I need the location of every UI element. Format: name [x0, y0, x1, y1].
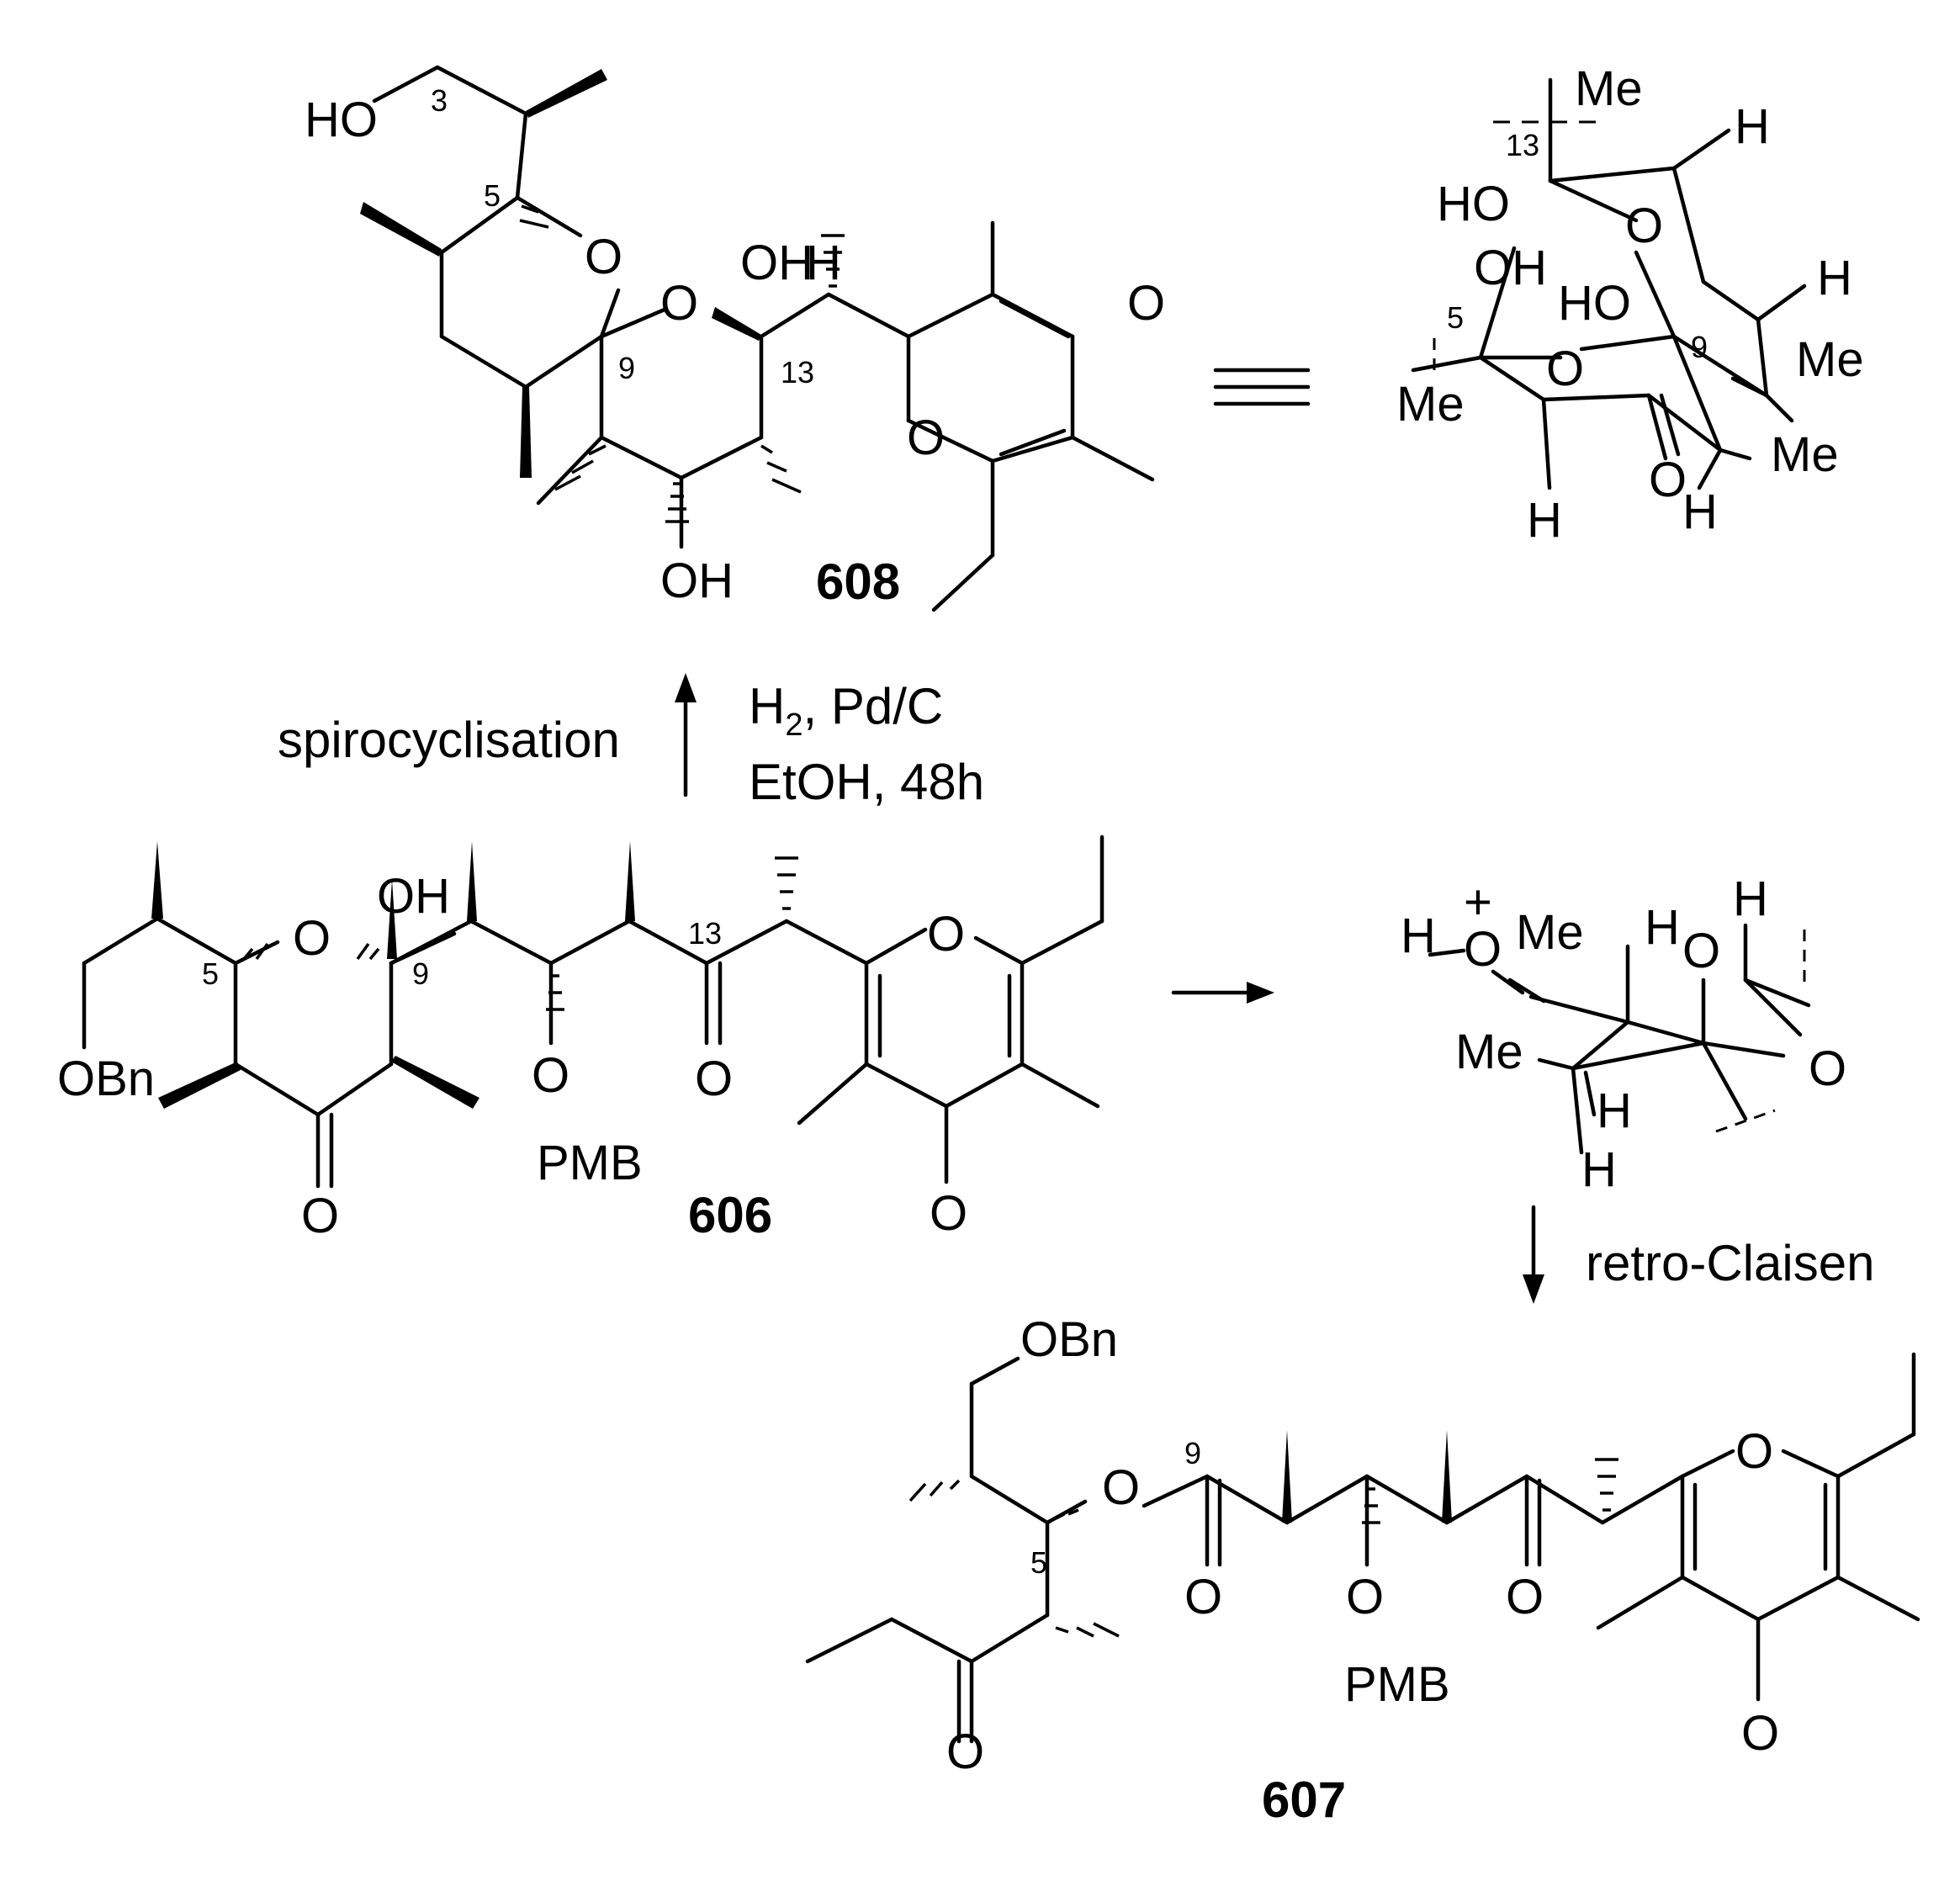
- arrow-to-chair: [1171, 982, 1274, 1004]
- h-label-chair-4: H: [1682, 485, 1718, 539]
- compound-label-606: 606: [688, 1187, 772, 1243]
- retro-claisen-label: retro-Claisen: [1586, 1235, 1874, 1291]
- spirocyclisation-label: spirocyclisation: [278, 712, 620, 768]
- equivalence-symbol: [1213, 368, 1311, 406]
- h-label-proto-3: H: [1597, 1083, 1632, 1138]
- ketone-oxygen-606-a: O: [301, 1189, 339, 1243]
- pyranone-oxygen-608: O: [907, 411, 945, 465]
- compound-607: [805, 1352, 1920, 1744]
- ring-oxygen-2-608: O: [660, 276, 698, 331]
- h-label-chair-1: H: [1735, 99, 1770, 154]
- locant-5-chair: 5: [1447, 300, 1464, 335]
- h-label-proto-2: H: [1733, 871, 1768, 926]
- pmb-label-606: PMB: [537, 1136, 643, 1190]
- ring-oxygen-proto-2: O: [1809, 1041, 1846, 1096]
- oxonium-oxygen: O: [1464, 922, 1502, 977]
- ring-oxygen-chair-1: O: [1625, 199, 1663, 253]
- ketone-oxygen-607: O: [1506, 1570, 1544, 1624]
- ring-oxygen-chair-2: O: [1546, 342, 1584, 396]
- locant-13-608: 13: [781, 355, 814, 389]
- h-label-proto-4: H: [1581, 1142, 1617, 1197]
- ester-carbonyl-607: O: [1184, 1570, 1222, 1624]
- ethyl-ketone-oxygen-607: O: [946, 1724, 984, 1779]
- obn-label-606: OBn: [57, 1052, 155, 1106]
- me-label-proto-1: Me: [1516, 905, 1584, 960]
- oh-label-608: OH: [740, 236, 813, 290]
- h-label-proto-1: H: [1645, 900, 1680, 955]
- locant-5-606: 5: [202, 956, 219, 991]
- me-label-chair-2: Me: [1796, 332, 1864, 387]
- me-label-chair-3: Me: [1396, 377, 1465, 432]
- compound-label-607: 607: [1262, 1772, 1346, 1828]
- locant-3-608: 3: [431, 83, 448, 118]
- oh-label-606: OH: [377, 869, 450, 924]
- compound-606: [82, 834, 1104, 1189]
- pmb-label-607: PMB: [1344, 1657, 1450, 1712]
- compound-label-608: 608: [816, 554, 900, 610]
- oh-label-chair: OH: [1474, 241, 1547, 295]
- locant-9-607: 9: [1184, 1436, 1201, 1470]
- locant-13-606: 13: [688, 916, 722, 951]
- arrow-spirocyclisation: [675, 673, 697, 797]
- pyranone-oxygen-607: O: [1735, 1424, 1773, 1479]
- ho-label-chair-1: HO: [1437, 177, 1510, 231]
- locant-5-608: 5: [484, 178, 501, 213]
- protonated-chair-intermediate: [1428, 923, 1811, 1155]
- ether-oxygen-607: O: [1346, 1570, 1384, 1624]
- ring-oxygen-606: O: [293, 911, 331, 966]
- ring-oxygen-1-608: O: [585, 230, 622, 284]
- me-label-chair-1: Me: [1575, 61, 1643, 116]
- me-label-proto-2: Me: [1455, 1025, 1523, 1079]
- arrow-retro-claisen: [1523, 1205, 1544, 1304]
- locant-5-607: 5: [1030, 1545, 1047, 1580]
- locant-9-606: 9: [412, 956, 429, 991]
- pyranone-oxygen-606: O: [927, 907, 965, 962]
- solvent-time-label: EtOH, 48h: [749, 754, 984, 810]
- ring-oxygen-proto-1: O: [1682, 924, 1720, 978]
- reagent-h-label: H2, Pd/C: [749, 678, 943, 743]
- h-label-608: H: [806, 236, 841, 290]
- obn-label-607: OBn: [1020, 1312, 1118, 1367]
- locant-13-chair: 13: [1506, 128, 1539, 162]
- ketone-oxygen-606-b: O: [695, 1052, 733, 1106]
- h-label-oxonium: H: [1401, 909, 1436, 963]
- h-label-chair-2: H: [1817, 251, 1852, 305]
- ho-label-608: HO: [305, 93, 378, 147]
- oh-bottom-608: OH: [660, 554, 734, 608]
- spiroketal-chair-conformer: [1411, 77, 1807, 490]
- locant-9-608: 9: [618, 351, 635, 385]
- carbonyl-oxygen-chair: O: [1649, 453, 1687, 507]
- plus-charge: +: [1464, 875, 1492, 930]
- ether-oxygen-606: O: [532, 1048, 569, 1103]
- ketone-oxygen-608: O: [1127, 276, 1165, 331]
- pyranone-carbonyl-606: O: [930, 1186, 967, 1241]
- pyranone-carbonyl-607: O: [1741, 1706, 1779, 1761]
- locant-9-chair: 9: [1691, 330, 1708, 364]
- h-label-chair-3: H: [1527, 493, 1562, 548]
- ho-label-chair-2: HO: [1558, 276, 1631, 331]
- compound-608: [360, 65, 1155, 612]
- me-label-chair-4: Me: [1771, 427, 1839, 482]
- ester-oxygen-607: O: [1102, 1460, 1140, 1515]
